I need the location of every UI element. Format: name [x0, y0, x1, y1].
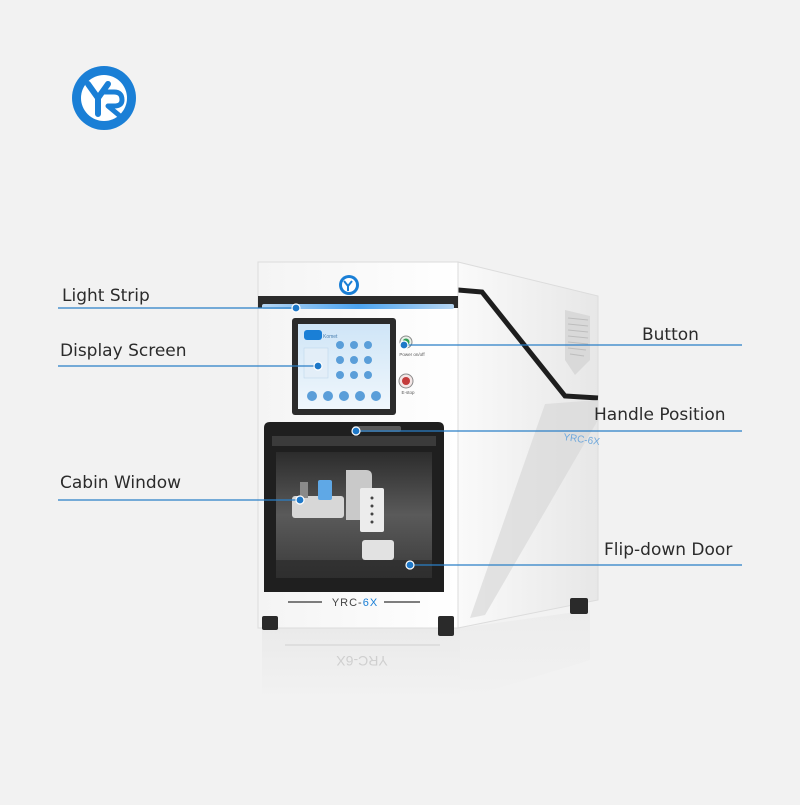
callout-label-cabin-window: Cabin Window: [60, 473, 182, 493]
power-button-label: Power on/off: [399, 352, 425, 357]
callout-label-button: Button: [642, 325, 699, 345]
vent-grille: [567, 317, 589, 357]
display-screen: Komet: [292, 318, 396, 415]
brand-logo: [72, 66, 136, 130]
callout-dot-light-strip: [291, 303, 301, 313]
screen-header-text: Komet: [323, 334, 338, 340]
callout-dot-button: [399, 340, 409, 350]
callout-dots: [291, 303, 415, 570]
callout-label-handle-position: Handle Position: [594, 405, 726, 425]
callout-dot-cabin-window: [295, 495, 305, 505]
cabin-window: [276, 452, 432, 578]
reflection-model-text: YRC-6X: [336, 653, 388, 669]
machine-logo: [339, 275, 359, 295]
callout-lines: [58, 307, 742, 566]
callout-label-light-strip: Light Strip: [62, 286, 150, 306]
side-model-text: YRC-6X: [563, 432, 601, 448]
callout-dot-flip-down-door: [405, 560, 415, 570]
estop-button-label: E-stop: [401, 390, 415, 395]
floor-reflection: YRC-6X: [262, 610, 590, 700]
model-name: YRC-6X: [332, 597, 378, 609]
light-strip: [258, 296, 458, 309]
model-plate: YRC-6X: [288, 597, 420, 609]
callout-dot-handle-position: [351, 426, 361, 436]
machine-side-panel: YRC-6X: [457, 261, 601, 629]
model-suffix: 6X: [363, 597, 378, 609]
model-prefix: YRC-: [332, 597, 363, 609]
estop-button: E-stop: [398, 373, 415, 395]
callout-label-display-screen: Display Screen: [60, 341, 187, 361]
callout-label-flip-down-door: Flip-down Door: [604, 540, 733, 560]
screen-app-icons: [307, 341, 381, 401]
callout-dot-display-screen: [313, 361, 323, 371]
